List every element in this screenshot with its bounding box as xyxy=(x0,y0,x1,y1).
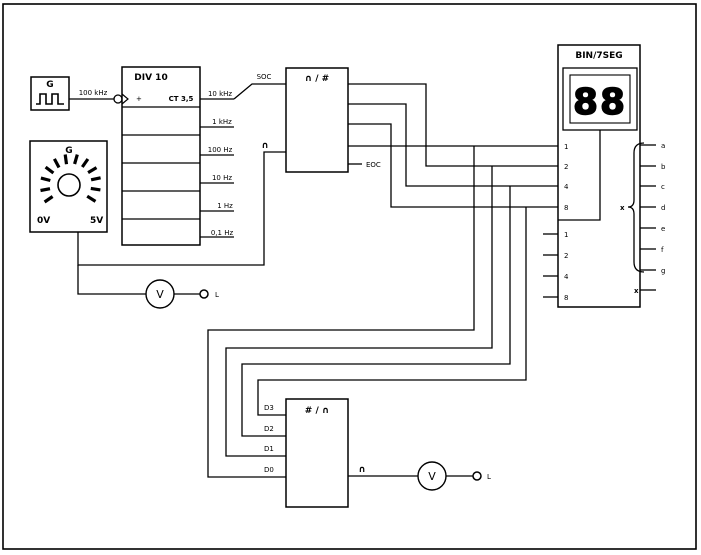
divider-output-100hz: 100 Hz xyxy=(208,146,233,154)
decoder-lower-input-2: 2 xyxy=(564,252,568,260)
decoder-block: BIN/7SEG 88 xyxy=(557,44,641,308)
adc-title: ∩ / # xyxy=(305,74,329,84)
potentiometer-title: G xyxy=(65,146,72,156)
divider-output-10hz: 10 Hz xyxy=(212,174,232,182)
segment-output-b: b xyxy=(661,163,666,171)
dac-output-mark: ∩ xyxy=(358,465,365,475)
potentiometer-max-label: 5V xyxy=(90,216,103,226)
divider-counter-label: CT 3,5 xyxy=(169,95,194,103)
dac-input-d3: D3 xyxy=(264,404,274,412)
divider-output-1hz: 1 Hz xyxy=(217,202,233,210)
decoder-lower-input-8: 8 xyxy=(564,294,568,302)
voltmeter-bottom-terminal-label: L xyxy=(487,473,491,481)
decoder-segment-outputs: a b c d e f g x x xyxy=(620,142,666,295)
divider-block: DIV 10 CT 3,5 + xyxy=(121,66,201,246)
adc-eoc-label: EOC xyxy=(366,161,381,169)
voltmeter-bottom-symbol: V xyxy=(428,470,436,483)
decoder-lower-input-4: 4 xyxy=(564,273,569,281)
segment-output-f: f xyxy=(661,246,664,254)
segment-group-brace xyxy=(627,142,645,273)
clock-generator: G xyxy=(30,76,70,111)
decoder-title: BIN/7SEG xyxy=(575,51,622,61)
divider-clock-mark: + xyxy=(136,95,142,103)
decoder-input-8: 8 xyxy=(564,204,568,212)
decoder-lower-inputs: 1 2 4 8 xyxy=(543,231,569,302)
clock-edge-triangle xyxy=(121,93,129,105)
knob-scale-icon xyxy=(40,154,101,204)
dac-block: # / ∩ D3 D2 D1 D0 xyxy=(264,398,349,508)
decoder-input-1: 1 xyxy=(564,143,568,151)
divider-output-0-1hz: 0,1 Hz xyxy=(211,229,234,237)
adc-block: ∩ / # xyxy=(285,67,349,173)
voltmeter-bottom-terminal xyxy=(472,471,482,481)
adc-output-bus xyxy=(207,83,558,478)
clock-frequency-label: 100 kHz xyxy=(79,89,108,97)
segment-output-c: c xyxy=(661,183,665,191)
seven-segment-digits: 88 xyxy=(573,82,627,123)
segment-output-a: a xyxy=(661,142,665,150)
divider-output-1khz: 1 kHz xyxy=(212,118,232,126)
clock-generator-title: G xyxy=(46,80,53,90)
knob-icon xyxy=(57,173,81,197)
voltmeter-top-terminal-label: L xyxy=(215,291,219,299)
segment-output-e: e xyxy=(661,225,665,233)
divider-output-10khz: 10 kHz xyxy=(208,90,232,98)
segment-group-label: x xyxy=(620,204,625,212)
decoder-input-4: 4 xyxy=(564,183,569,191)
voltmeter-top-symbol: V xyxy=(156,288,164,301)
square-wave-icon xyxy=(36,93,64,105)
dac-input-d1: D1 xyxy=(264,445,274,453)
decoder-input-2: 2 xyxy=(564,163,568,171)
segment-output-d: d xyxy=(661,204,665,212)
diagram-frame xyxy=(2,3,697,550)
clock-inversion-bubble xyxy=(113,94,123,104)
potentiometer-source: G 0V 5V xyxy=(29,140,108,233)
decoder-extra-output-label: x xyxy=(634,287,639,295)
segment-output-g: g xyxy=(661,267,665,275)
voltmeter-top: V L xyxy=(145,279,219,309)
dac-input-d2: D2 xyxy=(264,425,274,433)
adc-soc-label: SOC xyxy=(257,73,272,81)
dac-title: # / ∩ xyxy=(305,406,329,416)
decoder-lower-input-1: 1 xyxy=(564,231,568,239)
potentiometer-min-label: 0V xyxy=(37,216,50,226)
voltmeter-top-terminal xyxy=(199,289,209,299)
dac-input-d0: D0 xyxy=(264,466,274,474)
divider-title: DIV 10 xyxy=(134,73,167,83)
voltmeter-bottom: V L xyxy=(417,461,491,491)
divider-outputs: 10 kHz 1 kHz 100 Hz 10 Hz 1 Hz 0,1 Hz xyxy=(200,90,234,238)
adc-analog-input-mark: ∩ xyxy=(261,141,268,151)
